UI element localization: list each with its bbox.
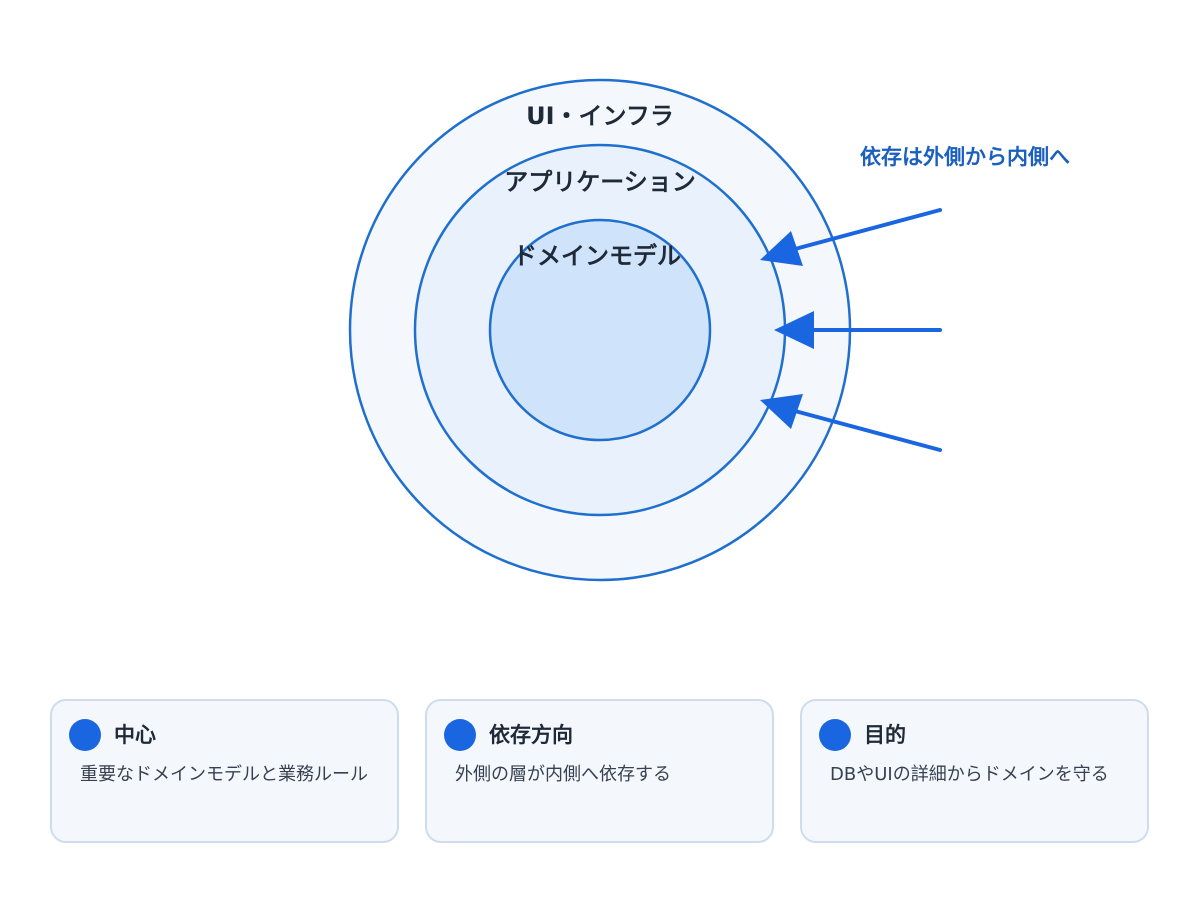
card-description: DBやUIの詳細からドメインを守る [830, 764, 1109, 785]
dependency-arrowhead-top [760, 231, 803, 266]
legend-cards: 中心 重要なドメインモデルと業務ルール 依存方向 外側の層が内側へ依存する 目的… [50, 699, 1151, 846]
dependency-arrows [760, 208, 942, 452]
dependency-arrow-bottom [793, 409, 942, 452]
card-center: 中心 重要なドメインモデルと業務ルール [50, 699, 399, 843]
inner-layer-circle [488, 218, 712, 442]
card-dot-icon [819, 719, 851, 751]
card-dot-icon [69, 719, 101, 751]
card-dot-icon [444, 719, 476, 751]
card-title: 中心 [114, 723, 156, 747]
card-description: 重要なドメインモデルと業務ルール [80, 764, 368, 785]
middle-layer-label: アプリケーション [504, 168, 696, 196]
card-purpose: 目的 DBやUIの詳細からドメインを守る [800, 699, 1149, 843]
card-dependency-direction: 依存方向 外側の層が内側へ依存する [425, 699, 774, 843]
dependency-arrowhead-middle [774, 311, 814, 349]
layer-diagram: UI・インフラ アプリケーション ドメインモデル 依存は外側から内側へ [348, 78, 1070, 582]
dependency-caption: 依存は外側から内側へ [860, 145, 1070, 169]
dependency-arrowhead-bottom [760, 394, 803, 429]
inner-layer-label: ドメインモデル [513, 242, 681, 270]
card-title: 依存方向 [489, 723, 573, 747]
outer-layer-label: UI・インフラ [526, 102, 674, 130]
dependency-arrow-top [793, 208, 942, 251]
card-description: 外側の層が内側へ依存する [455, 764, 671, 785]
card-title: 目的 [864, 723, 906, 747]
